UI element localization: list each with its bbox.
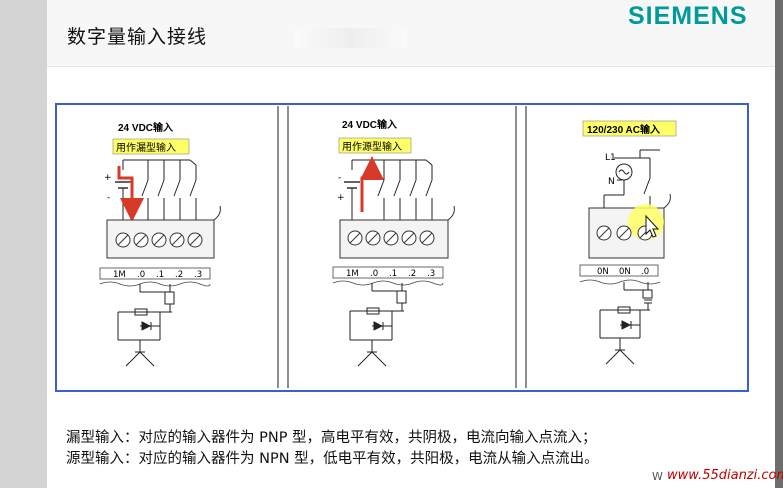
panel-ac-neutral-label: N	[608, 177, 615, 187]
panel-sink: 24 VDC输入 用作漏型输入 + - 1M	[99, 121, 221, 367]
panel-source-terminal-2: .0	[370, 269, 378, 279]
panel-source-tag: 用作源型输入	[342, 140, 402, 153]
panel-sink-terminal-1: 1M	[113, 270, 126, 280]
slide-title: 数字量输入接线	[67, 26, 208, 48]
mouse-pointer-icon	[645, 214, 660, 238]
panel-source-terminal-4: .2	[408, 269, 416, 279]
panel-sink-tag-box	[112, 138, 190, 155]
panel-sink-minus: -	[107, 193, 110, 203]
description-source: 源型输入：对应的输入器件为 NPN 型，低电平有效，共阳极，电流从输入点流出。	[66, 451, 599, 467]
panel-ac: 120/230 AC输入 L1 N 0N	[579, 120, 677, 365]
panel-sink-terminal-4: .2	[175, 270, 183, 280]
panel-ac-terminal-3: .0	[641, 267, 649, 277]
siemens-logo: SIEMENS	[628, 2, 748, 30]
panel-ac-line-label: L1	[605, 153, 616, 163]
panel-ac-tag-box	[582, 120, 677, 137]
left-margin-bar	[0, 0, 47, 488]
panel-ac-terminal-1: 0N	[597, 267, 609, 277]
panel-source-terminal-1: 1M	[346, 269, 359, 279]
panel-source-heading: 24 VDC输入	[342, 118, 397, 131]
panel-sink-heading: 24 VDC输入	[118, 121, 173, 134]
panel-source-plus: +	[337, 193, 345, 203]
faded-overlay	[295, 28, 407, 48]
panel-source: 24 VDC输入 用作源型输入 - + 1M .0 .1 .2 .3	[332, 118, 455, 367]
panel-sink-terminal-3: .1	[156, 270, 164, 280]
panel-sink-plus: +	[104, 173, 112, 183]
panel-sink-tag: 用作漏型输入	[116, 141, 176, 154]
watermark-site: www.55dianzi.com	[667, 468, 783, 483]
panel-source-tag-box	[338, 137, 412, 154]
slide-header	[47, 0, 775, 67]
panel-sink-terminal-5: .3	[194, 270, 202, 280]
panel-sink-terminal-2: .0	[137, 270, 145, 280]
panel-source-terminal-3: .1	[389, 269, 397, 279]
panel-ac-tag: 120/230 AC输入	[587, 123, 660, 136]
description-sink: 漏型输入：对应的输入器件为 PNP 型，高电平有效，共阴极，电流向输入点流入；	[66, 430, 597, 446]
panel-source-minus: -	[338, 173, 341, 183]
watermark-prefix: W	[652, 470, 663, 483]
panel-ac-terminal-2: 0N	[619, 267, 631, 277]
panel-source-terminal-5: .3	[427, 269, 435, 279]
right-scroll-edge	[775, 0, 783, 488]
